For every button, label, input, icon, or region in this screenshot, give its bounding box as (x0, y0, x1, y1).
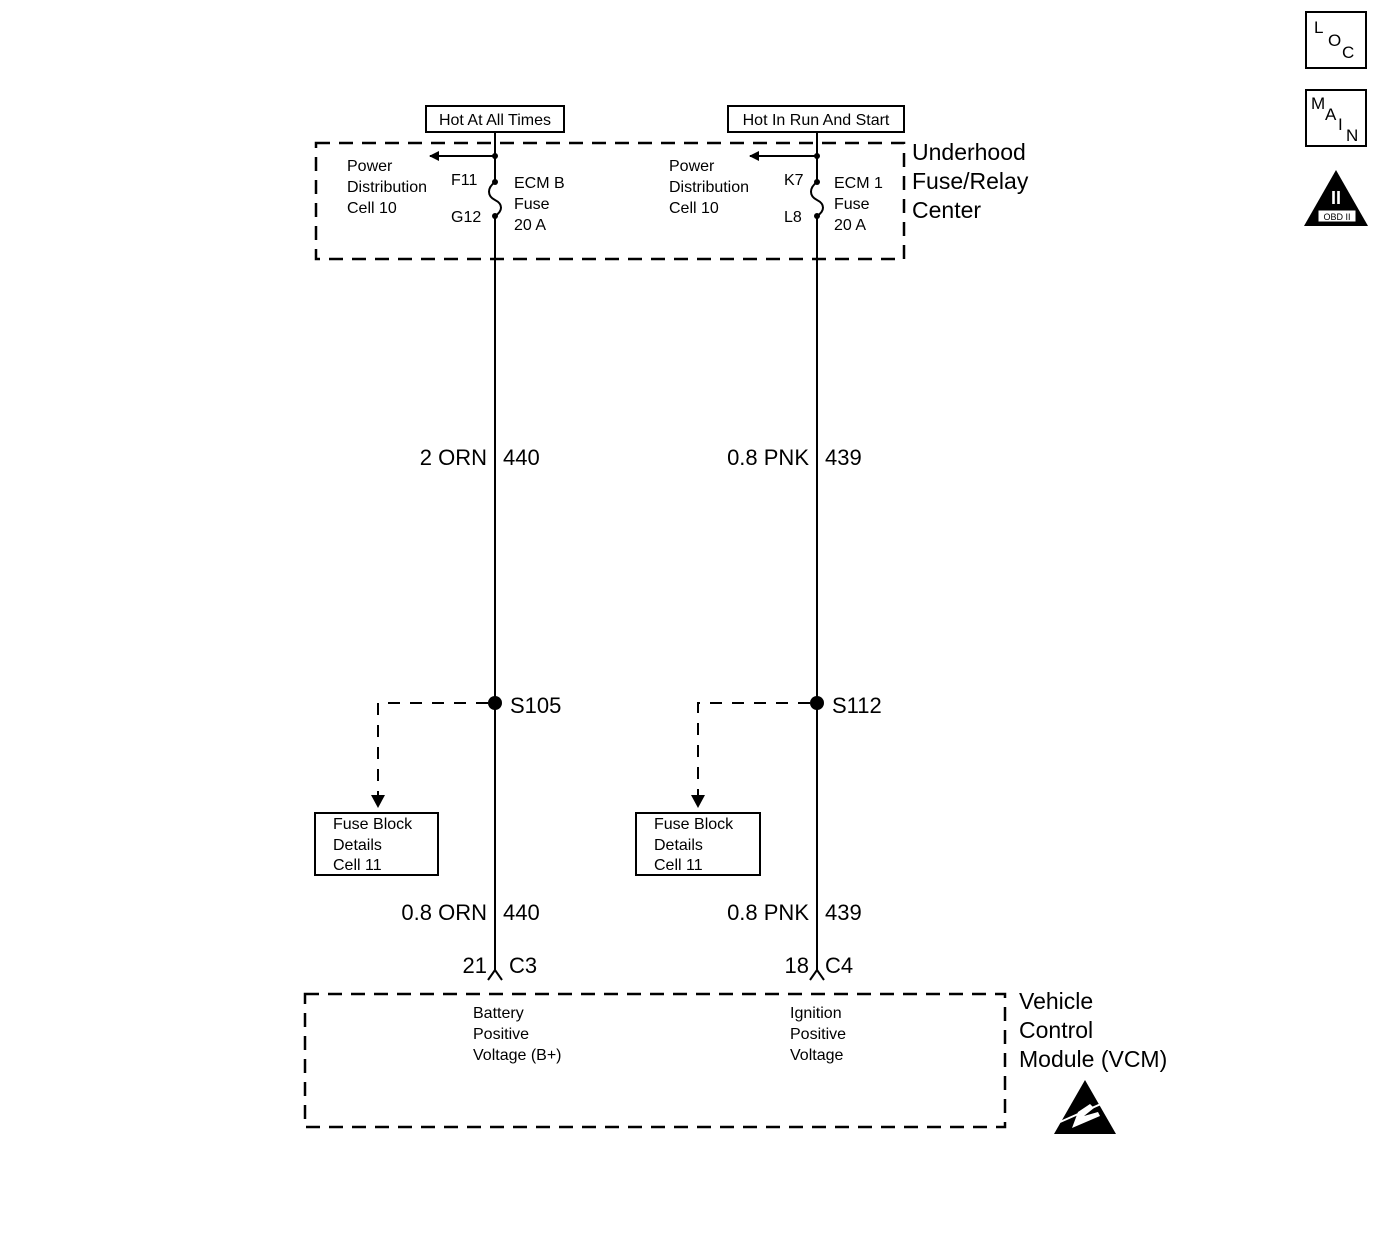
svg-text:Cell 11: Cell 11 (654, 857, 703, 874)
svg-text:Cell 11: Cell 11 (333, 857, 382, 874)
obd-numeral: II (1331, 188, 1341, 208)
splice-s105-label: S105 (510, 693, 561, 718)
svg-text:Cell 10: Cell 10 (669, 200, 719, 217)
svg-text:Hot At All Times: Hot At All Times (439, 112, 551, 129)
main-icon[interactable]: M A I N (1305, 89, 1367, 147)
svg-text:Positive: Positive (790, 1026, 846, 1043)
svg-text:Distribution: Distribution (347, 179, 427, 196)
wire-left-upper-gauge: 2 ORN (420, 445, 487, 470)
loc-letter-3: C (1342, 43, 1354, 62)
svg-text:Positive: Positive (473, 1026, 529, 1043)
main-letter-3: I (1338, 115, 1343, 134)
connector-c3-symbol (487, 968, 503, 981)
pin-g12: G12 (451, 209, 481, 226)
wire-right-lower-circuit: 439 (825, 900, 862, 925)
svg-text:Voltage: Voltage (790, 1047, 843, 1064)
pin-f11: F11 (451, 172, 477, 189)
wire-right-lower-gauge: 0.8 PNK (727, 900, 809, 925)
right-power-distribution-ref[interactable]: Power Distribution Cell 10 (669, 158, 749, 217)
svg-text:Module (VCM): Module (VCM) (1019, 1046, 1167, 1072)
ecm-1-fuse (810, 181, 824, 217)
svg-text:Underhood: Underhood (912, 139, 1026, 165)
svg-text:Fuse: Fuse (514, 196, 550, 213)
obd-label: OBD II (1323, 212, 1350, 222)
main-letter-1: M (1311, 94, 1325, 113)
connector-c3-name: C3 (509, 953, 537, 978)
ecm-b-fuse-label: ECM B Fuse 20 A (514, 175, 565, 234)
connector-c4-name: C4 (825, 953, 853, 978)
left-fuse-block-ref[interactable]: Fuse Block Details Cell 11 (314, 812, 439, 876)
svg-text:Power: Power (347, 158, 393, 175)
wire-right-upper-circuit: 439 (825, 445, 862, 470)
splice-s105 (488, 696, 502, 710)
underhood-fuse-relay-center-label: Underhood Fuse/Relay Center (912, 139, 1029, 223)
loc-letter-1: L (1314, 18, 1323, 37)
svg-text:Fuse/Relay: Fuse/Relay (912, 168, 1029, 194)
svg-text:ECM B: ECM B (514, 175, 565, 192)
left-branch-dashed (377, 702, 488, 795)
main-letter-2: A (1325, 105, 1337, 124)
svg-text:Distribution: Distribution (669, 179, 749, 196)
wire-left-lower-gauge: 0.8 ORN (401, 900, 487, 925)
right-branch-dashed (697, 702, 810, 795)
main-letter-4: N (1346, 126, 1358, 145)
svg-text:Control: Control (1019, 1017, 1093, 1043)
svg-text:20 A: 20 A (514, 217, 546, 234)
pin-k7: K7 (784, 172, 804, 189)
vcm-label: Vehicle Control Module (VCM) (1019, 988, 1167, 1072)
loc-letter-2: O (1328, 31, 1341, 50)
svg-text:Fuse Block: Fuse Block (654, 816, 734, 833)
svg-text:Vehicle: Vehicle (1019, 988, 1093, 1014)
source-hot-in-run-and-start: Hot In Run And Start (727, 105, 905, 133)
svg-text:Fuse Block: Fuse Block (333, 816, 413, 833)
svg-text:ECM 1: ECM 1 (834, 175, 883, 192)
wire-left-upper-circuit: 440 (503, 445, 540, 470)
splice-s112-label: S112 (832, 693, 882, 718)
svg-text:Details: Details (333, 837, 382, 854)
ecm-1-fuse-label: ECM 1 Fuse 20 A (834, 175, 883, 234)
wire-left-lower-circuit: 440 (503, 900, 540, 925)
loc-icon[interactable]: L O C (1305, 11, 1367, 69)
connector-c4-symbol (809, 968, 825, 981)
splice-s112 (810, 696, 824, 710)
vcm-box (303, 992, 1007, 1129)
wire-right-upper-gauge: 0.8 PNK (727, 445, 809, 470)
svg-text:Power: Power (669, 158, 715, 175)
underhood-fuse-relay-center-box (314, 141, 906, 261)
svg-text:Voltage (B+): Voltage (B+) (473, 1047, 562, 1064)
svg-text:Battery: Battery (473, 1005, 524, 1022)
right-fuse-block-ref[interactable]: Fuse Block Details Cell 11 (635, 812, 761, 876)
svg-text:Center: Center (912, 197, 981, 223)
pin-l8: L8 (784, 209, 802, 226)
obd-ii-icon[interactable]: II OBD II (1304, 170, 1368, 226)
source-hot-at-all-times: Hot At All Times (425, 105, 565, 133)
svg-text:Cell 10: Cell 10 (347, 200, 397, 217)
battery-positive-voltage-input: Battery Positive Voltage (B+) (473, 1005, 562, 1064)
svg-text:Ignition: Ignition (790, 1005, 842, 1022)
svg-text:Hot In Run And Start: Hot In Run And Start (743, 112, 890, 129)
ecm-b-fuse (488, 181, 502, 217)
svg-text:Fuse: Fuse (834, 196, 870, 213)
left-power-distribution-ref[interactable]: Power Distribution Cell 10 (347, 158, 427, 217)
connector-c3-pin: 21 (463, 953, 487, 978)
connector-c4-pin: 18 (785, 953, 809, 978)
svg-text:20 A: 20 A (834, 217, 866, 234)
svg-text:Details: Details (654, 837, 703, 854)
ignition-positive-voltage-input: Ignition Positive Voltage (790, 1005, 846, 1064)
esd-warning-icon[interactable] (1054, 1080, 1116, 1134)
